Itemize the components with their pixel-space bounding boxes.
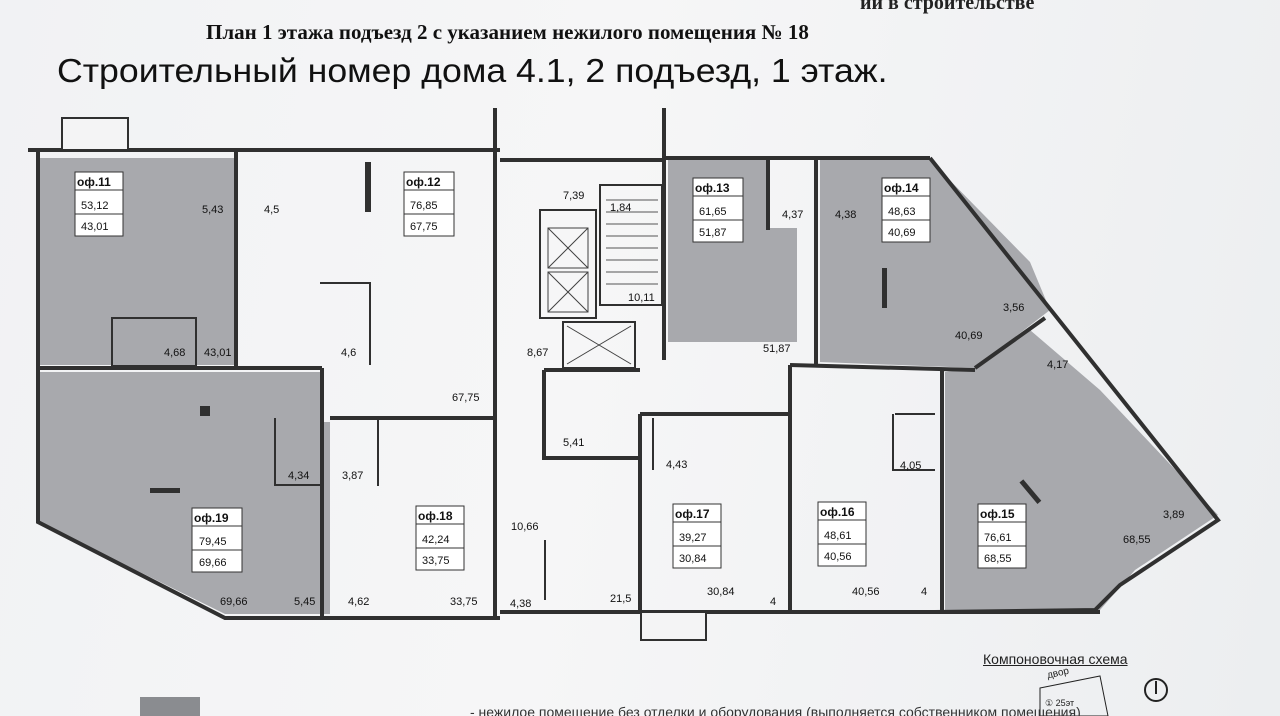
office-name-of14: оф.14 — [884, 181, 919, 195]
layout-scheme-block — [1039, 675, 1109, 716]
office-useful-of15: 68,55 — [984, 553, 1012, 565]
label-box-of13 — [692, 177, 744, 243]
balconies — [61, 117, 707, 641]
room-of11-fill — [38, 158, 236, 365]
area-label: 43,01 — [204, 347, 232, 359]
area-label: 4,38 — [835, 209, 856, 221]
office-total-of16: 48,61 — [824, 530, 852, 542]
office-name-of11: оф.11 — [77, 175, 111, 189]
stair-lines — [606, 199, 658, 285]
area-label: 3,87 — [342, 470, 363, 482]
label-box-of17 — [672, 503, 722, 569]
columns — [150, 162, 1042, 505]
area-label: 68,55 — [1123, 534, 1151, 546]
legend-swatch — [140, 697, 200, 716]
area-label: 30,84 — [707, 586, 735, 598]
area-label: 4,38 — [510, 598, 531, 610]
label-box-of11 — [74, 171, 124, 237]
area-label: 4 — [770, 596, 776, 608]
area-label: 4,43 — [666, 459, 687, 471]
area-label: 7,39 — [563, 190, 584, 202]
office-total-of17: 39,27 — [679, 532, 707, 544]
office-total-of14: 48,63 — [888, 206, 916, 218]
building-subtitle: Строительный номер дома 4.1, 2 подъезд, … — [57, 52, 888, 89]
area-label: 4,6 — [341, 347, 356, 359]
office-name-of17: оф.17 — [675, 507, 710, 521]
area-label: 8,67 — [527, 347, 548, 359]
office-total-of13: 61,65 — [699, 206, 727, 218]
office-useful-of14: 40,69 — [888, 227, 916, 239]
office-useful-of11: 43,01 — [81, 221, 109, 233]
area-label: 10,11 — [628, 292, 655, 304]
area-label: 40,56 — [852, 586, 880, 598]
area-label: 4,34 — [288, 470, 309, 482]
office-name-of15: оф.15 — [980, 507, 1015, 521]
area-label: 5,43 — [202, 204, 223, 216]
office-useful-of16: 40,56 — [824, 551, 852, 563]
office-total-of12: 76,85 — [410, 200, 438, 212]
office-name-of18: оф.18 — [418, 509, 453, 523]
plan-title: План 1 этажа подъезд 2 с указанием нежил… — [206, 20, 809, 44]
area-label: 69,66 — [220, 596, 248, 608]
office-useful-of13: 51,87 — [699, 227, 727, 239]
room-of14-fill — [820, 160, 1050, 368]
area-label: 40,69 — [955, 330, 983, 342]
office-name-of13: оф.13 — [695, 181, 730, 195]
inner-walls — [111, 184, 935, 600]
area-label: 3,56 — [1003, 302, 1024, 314]
label-box-of18 — [415, 505, 465, 571]
office-useful-of12: 67,75 — [410, 221, 438, 233]
area-label: 4,62 — [348, 596, 369, 608]
label-box-of12 — [403, 171, 455, 237]
area-label: 4,68 — [164, 347, 185, 359]
area-label: 3,89 — [1163, 509, 1184, 521]
area-label: 5,45 — [294, 596, 315, 608]
area-label: 10,66 — [511, 521, 539, 533]
layout-scheme-label: Компоновочная схема — [983, 651, 1128, 667]
label-box-of14 — [881, 177, 931, 243]
area-label: 21,5 — [610, 593, 631, 605]
office-useful-of17: 30,84 — [679, 553, 707, 565]
legend-text: - нежилое помещение без отделки и оборуд… — [470, 704, 1081, 716]
area-label: 1,84 — [610, 202, 631, 214]
office-name-of12: оф.12 — [406, 175, 441, 189]
area-label: 33,75 — [450, 596, 478, 608]
office-total-of11: 53,12 — [81, 200, 109, 212]
office-useful-of18: 33,75 — [422, 555, 450, 567]
label-box-of16 — [817, 501, 867, 567]
area-label: 51,87 — [763, 343, 791, 355]
north-arrow-icon — [1144, 678, 1168, 702]
area-label: 4,17 — [1047, 359, 1068, 371]
area-label: 5,41 — [563, 437, 584, 449]
area-label: 4,5 — [264, 204, 279, 216]
office-total-of18: 42,24 — [422, 534, 450, 546]
floors-label: ① 25эт — [1045, 698, 1075, 708]
area-label: 4 — [921, 586, 927, 598]
office-name-of19: оф.19 — [194, 511, 229, 525]
cut-header-text: ии в строительстве — [860, 0, 1035, 14]
area-label: 4,05 — [900, 460, 921, 472]
office-total-of19: 79,45 — [199, 536, 227, 548]
elevator-shafts — [547, 227, 632, 365]
office-useful-of19: 69,66 — [199, 557, 227, 569]
area-label: 4,37 — [782, 209, 803, 221]
label-box-of15 — [977, 503, 1027, 569]
office-name-of16: оф.16 — [820, 505, 855, 519]
room-of19-fill — [38, 372, 330, 614]
office-total-of15: 76,61 — [984, 532, 1012, 544]
label-box-of19 — [191, 507, 243, 573]
area-label: 67,75 — [452, 392, 480, 404]
